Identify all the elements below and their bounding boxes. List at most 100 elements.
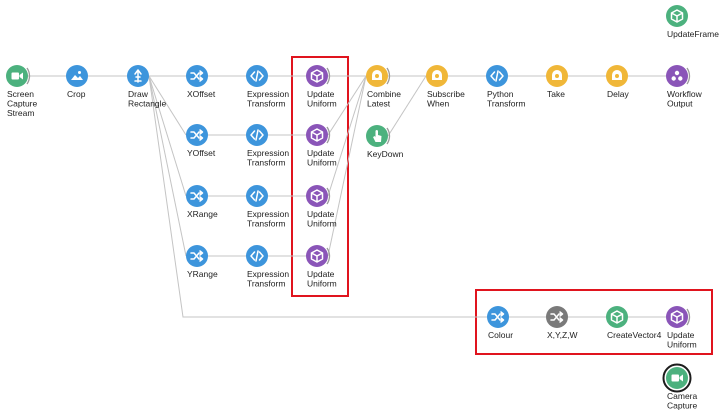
node-label-line: Output: [667, 99, 693, 109]
edge-update-uniform-2-to-combine-latest: [327, 75, 367, 136]
video-camera-icon: [671, 374, 683, 382]
node-label-line: Expression: [247, 148, 289, 158]
shuffle-icon: [491, 311, 505, 323]
combinator-icon: [432, 70, 442, 80]
node-crop[interactable]: Crop: [66, 65, 88, 99]
edge-update-uniform-3-to-combine-latest: [327, 75, 367, 197]
node-label-line: Transform: [247, 99, 285, 109]
output-port-arc: [686, 67, 691, 85]
node-label-line: Uniform: [307, 158, 337, 168]
code-icon: [250, 250, 264, 262]
node-xrange[interactable]: XRange: [186, 185, 218, 219]
output-port-arc: [386, 67, 391, 85]
node-label-line: Colour: [488, 330, 513, 340]
node-label-line: Take: [547, 89, 565, 99]
edge-keydown-to-subscribe-when: [387, 75, 427, 137]
node-label-line: Expression: [247, 89, 289, 99]
shuffle-icon: [550, 311, 564, 323]
node-label-line: When: [427, 99, 449, 109]
cube-icon: [310, 69, 324, 83]
output-port-arc: [686, 308, 691, 326]
node-colour[interactable]: Colour: [487, 306, 513, 340]
node-label-line: XRange: [187, 209, 218, 219]
node-label-line: Uniform: [667, 340, 697, 350]
node-create-vector4[interactable]: CreateVector4: [606, 306, 662, 340]
edge-draw-rectangle-to-xrange: [148, 75, 187, 197]
node-label-line: Update: [667, 330, 695, 340]
shuffle-icon: [190, 250, 204, 262]
node-label-line: Expression: [247, 269, 289, 279]
edge-update-uniform-4-to-combine-latest: [327, 75, 367, 257]
node-keydown[interactable]: KeyDown: [366, 125, 404, 159]
node-xyzw[interactable]: X,Y,Z,W: [546, 306, 578, 340]
node-label-line: Transform: [247, 219, 285, 229]
image-icon: [71, 71, 83, 80]
node-label-line: Transform: [247, 279, 285, 289]
workflow-output-node-circle: [666, 65, 688, 87]
cube-icon: [610, 310, 624, 324]
edge-draw-rectangle-to-colour: [148, 75, 487, 318]
output-port-arc: [326, 67, 331, 85]
node-label-line: Transform: [487, 99, 525, 109]
output-port-arc: [326, 187, 331, 205]
code-icon: [490, 70, 504, 82]
node-update-frame[interactable]: UpdateFrame: [666, 5, 719, 39]
shuffle-icon: [190, 70, 204, 82]
node-label-line: Capture: [7, 99, 38, 109]
node-label-line: Uniform: [307, 99, 337, 109]
edge-draw-rectangle-to-yrange: [148, 75, 187, 257]
node-label-line: KeyDown: [367, 149, 404, 159]
edge-layer: [28, 75, 666, 318]
node-xoffset[interactable]: XOffset: [186, 65, 216, 99]
node-label-line: Uniform: [307, 219, 337, 229]
node-label-line: Camera: [667, 391, 698, 401]
node-label-line: Screen: [7, 89, 34, 99]
node-label-line: YRange: [187, 269, 218, 279]
cube-icon: [310, 128, 324, 142]
selection-ring: [662, 363, 692, 393]
combinator-icon: [372, 70, 382, 80]
node-label-line: Update: [307, 209, 335, 219]
node-label-line: Python: [487, 89, 514, 99]
node-label-line: X,Y,Z,W: [547, 330, 578, 340]
cube-icon: [310, 189, 324, 203]
shuffle-icon: [190, 129, 204, 141]
video-camera-icon: [11, 72, 23, 80]
cube-icon: [310, 249, 324, 263]
uniform-group-highlight-box: [291, 56, 349, 297]
node-label-line: Uniform: [307, 279, 337, 289]
cube-icon: [670, 310, 684, 324]
node-label-line: Transform: [247, 158, 285, 168]
node-label-line: Rectangle: [128, 99, 167, 109]
shuffle-icon: [190, 190, 204, 202]
output-port-arc: [386, 127, 391, 145]
output-port-arc: [326, 126, 331, 144]
node-label-line: Workflow: [667, 89, 703, 99]
node-label-line: Combine: [367, 89, 401, 99]
node-label-line: XOffset: [187, 89, 216, 99]
node-delay[interactable]: Delay: [606, 65, 629, 99]
node-label-line: Update: [307, 89, 335, 99]
node-label-line: Subscribe: [427, 89, 465, 99]
node-yoffset[interactable]: YOffset: [186, 124, 216, 158]
node-yrange[interactable]: YRange: [186, 245, 218, 279]
node-take[interactable]: Take: [546, 65, 568, 99]
output-dots-icon: [671, 70, 683, 81]
